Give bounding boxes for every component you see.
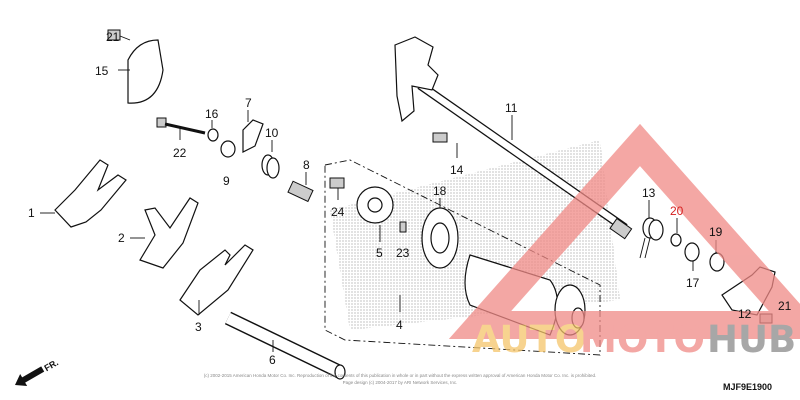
bearing: [421, 207, 459, 269]
copyright-line-2: Page design (c) 2004-2017 by ARI Network…: [343, 380, 458, 385]
label-1: 1: [28, 206, 35, 220]
copyright-line-1: (c) 2002-2015 American Honda Motor Co. I…: [204, 373, 596, 378]
label-14: 14: [450, 163, 464, 177]
stopper-spring: [261, 154, 280, 179]
circlip: [670, 233, 682, 247]
label-11: 11: [505, 101, 518, 115]
label-5: 5: [376, 246, 383, 260]
collar-16: [207, 128, 219, 142]
bolt-14: [432, 132, 448, 143]
label-24: 24: [331, 205, 345, 219]
label-20: 20: [670, 204, 684, 218]
bolt-22: [156, 117, 206, 135]
label-19: 19: [709, 225, 723, 239]
return-spring: [639, 217, 664, 259]
shift-fork-2: [139, 197, 199, 269]
shift-fork-1: [54, 159, 127, 228]
label-13: 13: [642, 186, 656, 200]
label-16: 16: [205, 107, 219, 121]
label-15: 15: [95, 64, 109, 78]
label-17: 17: [686, 276, 700, 290]
watermark-hub: HUB: [707, 318, 796, 361]
guide-pin: [287, 180, 314, 203]
label-3: 3: [195, 320, 202, 334]
oil-seal: [709, 252, 725, 272]
label-9: 9: [223, 174, 230, 188]
dowel-pin: [399, 221, 407, 233]
front-arrow: FR.: [15, 357, 60, 387]
bolt-24: [329, 177, 345, 189]
bolt: [107, 29, 131, 41]
label-12: 12: [738, 307, 752, 321]
arrow-icon: [15, 366, 45, 387]
label-2: 2: [118, 231, 125, 245]
label-10: 10: [265, 126, 279, 140]
washer-17: [684, 242, 700, 262]
label-21: 21: [106, 30, 120, 44]
label-21b: 21: [778, 299, 792, 313]
watermark-moto: MOTO: [580, 318, 705, 361]
watermark-auto: AUTO: [472, 318, 586, 361]
label-18: 18: [433, 184, 447, 198]
label-23: 23: [396, 246, 410, 260]
shift-fork-3: [179, 244, 254, 316]
part-labels: 21 15 16 7 10 22 9 8 1 2 3 24 5 23 18 14…: [28, 30, 792, 367]
fork-shaft: [224, 311, 346, 380]
label-22: 22: [173, 146, 187, 160]
assembly-outline: [324, 159, 601, 356]
stopper-arm: [242, 119, 264, 153]
label-8: 8: [303, 158, 310, 172]
shift-arm-guide: [127, 39, 164, 104]
watermark-triangle: [448, 123, 800, 339]
label-7: 7: [245, 96, 252, 110]
label-6: 6: [269, 353, 276, 367]
diagram-code: MJF9E1900: [723, 382, 772, 392]
front-label: FR.: [42, 357, 60, 373]
washer-9: [220, 140, 236, 158]
watermark: AUTO MOTO HUB: [448, 123, 800, 361]
label-4: 4: [396, 318, 403, 332]
